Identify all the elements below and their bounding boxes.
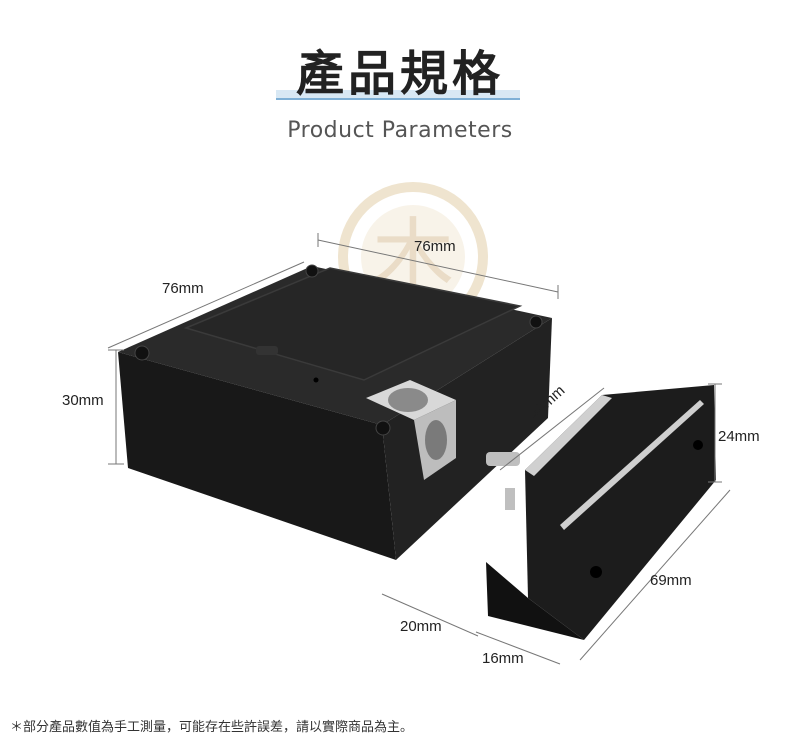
dimension-lines (107, 233, 731, 665)
title-block: 產品規格 (0, 28, 800, 108)
dim-plate-length: 69mm (650, 572, 692, 589)
dim-top-width: 76mm (414, 238, 456, 255)
dim-plate-thickness: 16mm (482, 650, 524, 667)
title-underline (276, 98, 520, 100)
lock-bolt (486, 452, 520, 510)
dim-height: 30mm (62, 392, 104, 409)
page-title: 產品規格 (295, 46, 504, 102)
footnote: ＊部分產品數值為手工測量，可能存在些許誤差，請以實際商品為主。 (10, 720, 414, 735)
lock-box (118, 264, 552, 560)
dim-plate-height: 24mm (718, 428, 760, 445)
dim-left-depth: 76mm (162, 280, 204, 297)
dim-plate-depth: 20mm (400, 618, 442, 635)
page-subtitle: Product Parameters (287, 118, 513, 143)
title-highlight (276, 90, 520, 100)
strike-plate (486, 385, 716, 640)
